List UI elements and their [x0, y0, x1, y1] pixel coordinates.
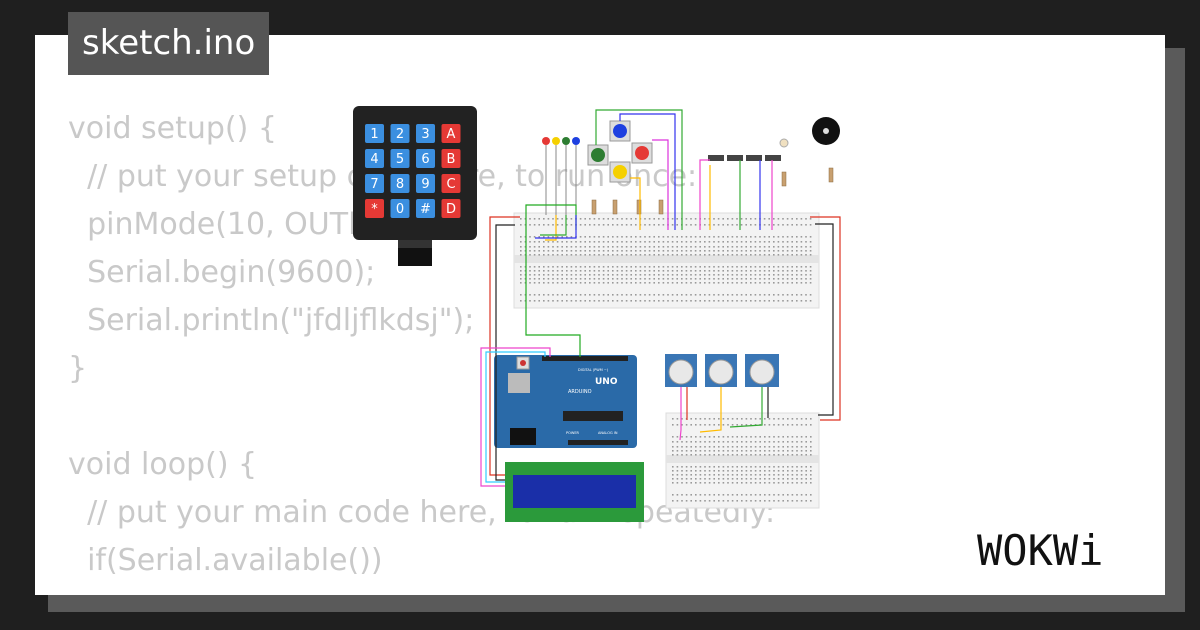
power-label: POWER: [566, 431, 580, 435]
arduino-model: UNO: [595, 377, 618, 387]
keypad-keys: 1 2 3 A 4 5 6 B 7 8 9 C * 0 # D: [365, 124, 461, 218]
keypad-ribbon: [398, 240, 432, 248]
lcd-screen: [513, 475, 636, 508]
led-green: [562, 137, 570, 145]
digital-header: [542, 356, 628, 361]
resistors: [591, 167, 834, 215]
keypad-key-label: 1: [370, 127, 378, 142]
keypad-key[interactable]: 1: [365, 124, 384, 143]
code-line: }: [68, 351, 88, 386]
arduino-uno[interactable]: UNO ARDUINO DIGITAL (PWM ~) ANALOG IN PO…: [494, 355, 637, 448]
led-blue: [572, 137, 580, 145]
keypad-key-label: D: [446, 202, 456, 217]
led-red: [542, 137, 550, 145]
button-green: [591, 148, 605, 162]
keypad-key[interactable]: 2: [390, 124, 410, 143]
main-breadboard: [513, 212, 820, 309]
code-line: void loop() {: [68, 447, 258, 482]
lcd-16x2[interactable]: [505, 462, 644, 522]
keypad-key[interactable]: 8: [390, 174, 410, 193]
keypad-key[interactable]: *: [365, 199, 384, 218]
keypad-key[interactable]: #: [416, 199, 435, 218]
wokwi-logo: WOKWi: [977, 526, 1103, 575]
potentiometer-1: [665, 354, 697, 387]
keypad-key[interactable]: 3: [416, 124, 435, 143]
buzzer[interactable]: [812, 117, 840, 145]
keypad-key-label: 4: [370, 152, 378, 167]
keypad-key-label: C: [446, 177, 455, 192]
code-line: Serial.println("jfdljflkdsj");: [68, 303, 475, 338]
digital-label: DIGITAL (PWM ~): [578, 368, 609, 372]
keypad-key-label: *: [371, 202, 378, 217]
led-yellow: [552, 137, 560, 145]
mcu-chip: [563, 411, 623, 421]
file-tab[interactable]: sketch.ino: [68, 12, 270, 75]
power-jack: [510, 428, 536, 445]
keypad-key[interactable]: 6: [416, 149, 435, 168]
preview-card: void setup() { // put your setup code he…: [35, 35, 1165, 595]
slide-switches[interactable]: [708, 155, 781, 161]
keypad-connector: [398, 248, 432, 266]
keypad-key-label: B: [447, 152, 456, 167]
keypad-key[interactable]: D: [441, 199, 461, 218]
keypad-key-label: 5: [396, 152, 404, 167]
keypad-key[interactable]: 0: [390, 199, 410, 218]
keypad-key-label: #: [420, 202, 431, 217]
photoresistor[interactable]: [779, 138, 789, 148]
keypad-key-label: 8: [396, 177, 404, 192]
push-buttons[interactable]: [587, 120, 653, 183]
keypad-key-label: 3: [421, 127, 429, 142]
keypad-key[interactable]: C: [441, 174, 461, 193]
wokwi-logo-text: WOKWi: [977, 526, 1103, 575]
keypad-key[interactable]: B: [441, 149, 461, 168]
analog-header: [568, 440, 628, 445]
code-line: void setup() {: [68, 111, 277, 146]
keypad-4x4[interactable]: 1 2 3 A 4 5 6 B 7 8 9 C * 0 # D: [353, 106, 477, 266]
code-line: Serial.begin(9600);: [68, 255, 376, 290]
led-group[interactable]: [542, 137, 580, 215]
button-blue: [613, 124, 627, 138]
button-yellow: [613, 165, 627, 179]
button-red: [635, 146, 649, 160]
keypad-key-label: 2: [396, 127, 404, 142]
keypad-key[interactable]: 7: [365, 174, 384, 193]
keypad-key-label: 7: [370, 177, 378, 192]
keypad-key[interactable]: A: [441, 124, 461, 143]
usb-port: [508, 373, 530, 393]
keypad-key[interactable]: 4: [365, 149, 384, 168]
small-breadboard: [665, 412, 820, 509]
wires: [480, 109, 841, 487]
keypad-key-label: A: [447, 127, 456, 142]
code-line: if(Serial.available()): [68, 543, 383, 578]
breadboard-channel: [514, 255, 819, 263]
keypad-key[interactable]: 9: [416, 174, 435, 193]
keypad-key-label: 6: [421, 152, 429, 167]
arduino-brand: ARDUINO: [568, 389, 592, 395]
keypad-key[interactable]: 5: [390, 149, 410, 168]
keypad-key-label: 9: [421, 177, 429, 192]
keypad-key-label: 0: [396, 202, 404, 217]
code-line: {: [68, 585, 775, 595]
potentiometer-2: [705, 354, 737, 387]
potentiometers[interactable]: [665, 354, 779, 387]
potentiometer-3: [745, 354, 779, 387]
analog-label: ANALOG IN: [598, 431, 618, 435]
